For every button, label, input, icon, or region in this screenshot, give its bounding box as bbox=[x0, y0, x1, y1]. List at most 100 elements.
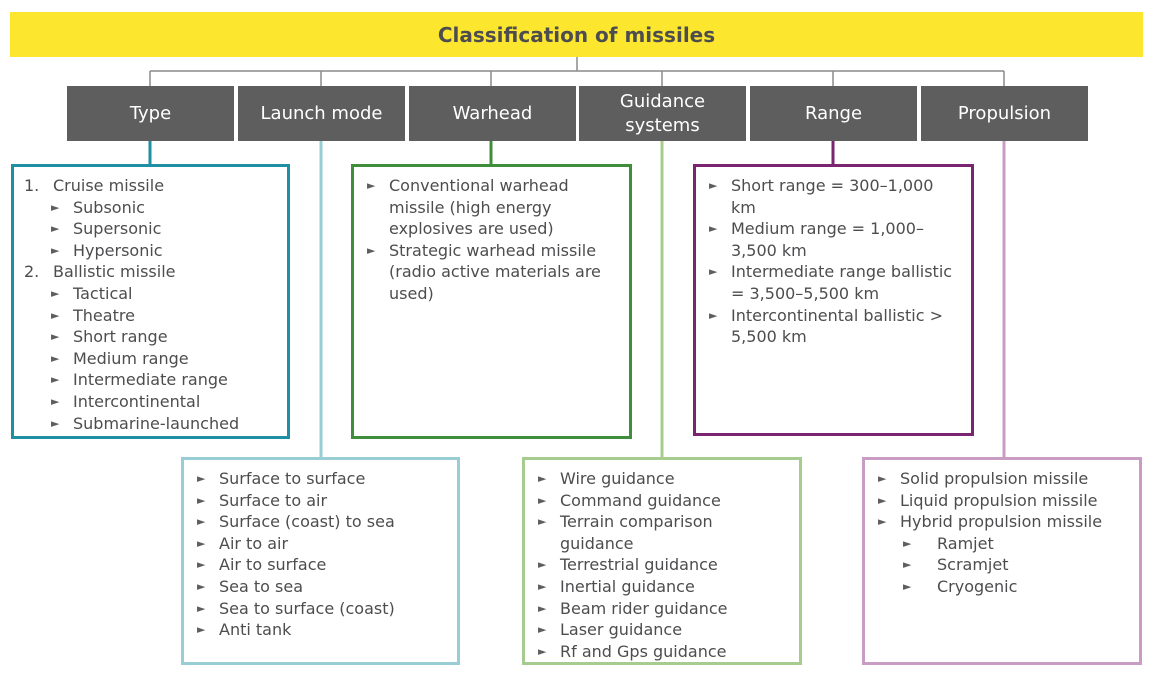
sub-list-item: ► Theatre bbox=[24, 305, 279, 327]
item-text: Intermediate range ballistic = 3,500–5,5… bbox=[731, 262, 953, 303]
list-item: ► Air to air bbox=[197, 533, 449, 555]
launch-mode-list: ►Surface to surface►Surface to air►Surfa… bbox=[197, 468, 449, 641]
list-item: ► Conventional warhead missile (high ener… bbox=[367, 175, 617, 240]
header-guidance-systems: Guidance systems bbox=[579, 86, 746, 141]
bullet-icon: ► bbox=[538, 472, 547, 485]
sub-item-text: Intercontinental bbox=[73, 391, 201, 411]
list-item: ►Surface to air bbox=[197, 490, 449, 512]
sub-item-text: Tactical bbox=[73, 283, 133, 303]
item-text: Cruise missile bbox=[53, 176, 165, 195]
sub-item-text: Ramjet bbox=[937, 533, 994, 553]
bullet-icon: ► bbox=[367, 179, 376, 192]
diagram-title: Classification of missiles bbox=[10, 12, 1143, 57]
sub-list-item: ►Supersonic bbox=[24, 218, 279, 240]
list-item: ►Rf and Gps guidance bbox=[538, 641, 791, 663]
bullet-icon: ► bbox=[538, 515, 547, 529]
item-number: 2. bbox=[24, 262, 40, 282]
item-text: Hybrid propulsion missile bbox=[900, 512, 1103, 532]
guidance-systems-box: ►Wire guidance►Command guidance►Terrain … bbox=[522, 457, 802, 665]
sub-item-text: Theatre bbox=[73, 305, 135, 325]
item-text: Beam rider guidance bbox=[560, 598, 728, 618]
bullet-icon: ► bbox=[51, 200, 60, 214]
item-text: Sea to surface (coast) bbox=[219, 598, 395, 618]
list-item: ►Laser guidance bbox=[538, 619, 791, 641]
bullet-icon: ► bbox=[709, 179, 718, 192]
item-text: Surface to surface bbox=[219, 469, 366, 488]
bullet-icon: ► bbox=[51, 330, 60, 344]
bullet-icon: ► bbox=[367, 243, 376, 257]
item-text: Surface (coast) to sea bbox=[219, 512, 395, 532]
bullet-icon: ► bbox=[51, 243, 60, 257]
type-list: 1.Cruise missile►Subsonic►Supersonic►Hyp… bbox=[24, 175, 279, 434]
warhead-box: ► Conventional warhead missile (high ener… bbox=[351, 164, 632, 439]
sub-list-item: ► Short range bbox=[24, 326, 279, 348]
list-item: ► Beam rider guidance bbox=[538, 598, 791, 620]
bullet-icon: ► bbox=[538, 644, 547, 658]
item-text: Intercontinental ballistic > 5,500 km bbox=[731, 305, 944, 347]
item-text: Air to air bbox=[219, 533, 289, 553]
sub-list-item: ►Intermediate range bbox=[24, 369, 279, 391]
sub-item-text: Subsonic bbox=[73, 197, 145, 217]
list-item: ► Liquid propulsion missile bbox=[878, 490, 1131, 512]
list-item: ►Surface to surface bbox=[197, 468, 449, 490]
list-item: ► Air to surface bbox=[197, 554, 449, 576]
list-item: ► Intermediate range ballistic = 3,500–5,… bbox=[709, 261, 957, 304]
bullet-icon: ► bbox=[903, 536, 912, 550]
list-item: ► Sea to surface (coast) bbox=[197, 598, 449, 620]
header-type-label: Type bbox=[129, 102, 172, 124]
bullet-icon: ► bbox=[709, 265, 718, 279]
guidance-systems-list: ►Wire guidance►Command guidance►Terrain … bbox=[538, 468, 791, 662]
bullet-icon: ► bbox=[51, 416, 60, 430]
sub-item-text: Cryogenic bbox=[937, 576, 1018, 596]
bullet-icon: ► bbox=[197, 601, 206, 615]
bullet-icon: ► bbox=[878, 493, 887, 507]
bullet-icon: ► bbox=[51, 286, 60, 300]
bullet-icon: ► bbox=[538, 623, 547, 637]
list-item: ►Terrain comparison guidance bbox=[538, 511, 791, 554]
sub-item-text: Hypersonic bbox=[73, 240, 163, 260]
item-text: Liquid propulsion missile bbox=[900, 490, 1098, 510]
item-text: Medium range = 1,000–3,500 km bbox=[731, 219, 924, 260]
header-warhead: Warhead bbox=[409, 86, 576, 141]
header-launch-mode: Launch mode bbox=[238, 86, 405, 141]
sub-list-item: ►Submarine-launched bbox=[24, 413, 279, 435]
bullet-icon: ► bbox=[197, 579, 206, 593]
bullet-icon: ► bbox=[903, 579, 912, 593]
item-text: Inertial guidance bbox=[560, 576, 695, 596]
bullet-icon: ► bbox=[538, 558, 547, 572]
list-item: ►Surface (coast) to sea bbox=[197, 511, 449, 533]
diagram-title-text: Classification of missiles bbox=[437, 22, 716, 47]
item-text: Sea to sea bbox=[219, 576, 304, 596]
list-item: ►Hybrid propulsion missile bbox=[878, 511, 1131, 533]
list-item: ►Medium range = 1,000–3,500 km bbox=[709, 218, 957, 261]
sub-list-item: ► Subsonic bbox=[24, 197, 279, 219]
list-item: ►Command guidance bbox=[538, 490, 791, 512]
item-text: Terrestrial guidance bbox=[560, 555, 718, 575]
list-item: ► Sea to sea bbox=[197, 576, 449, 598]
bullet-icon: ► bbox=[538, 601, 547, 615]
sub-list-item: ► Hypersonic bbox=[24, 240, 279, 262]
item-text: Air to surface bbox=[219, 555, 327, 575]
bullet-icon: ► bbox=[51, 394, 60, 408]
header-range-label: Range bbox=[804, 102, 863, 124]
sub-list-item: ► Tactical bbox=[24, 283, 279, 305]
sub-item-text: Short range bbox=[73, 327, 168, 347]
item-text: Conventional warhead missile (high energ… bbox=[389, 176, 569, 239]
sub-list-item: ►Scramjet bbox=[878, 554, 1131, 576]
bullet-icon: ► bbox=[878, 472, 887, 485]
bullet-icon: ► bbox=[51, 308, 60, 322]
item-text: Short range = 300–1,000 km bbox=[731, 176, 934, 217]
type-box: 1.Cruise missile►Subsonic►Supersonic►Hyp… bbox=[11, 164, 290, 439]
range-box: ►Short range = 300–1,000 km►Medium range… bbox=[693, 164, 974, 436]
list-item: ► Solid propulsion missile bbox=[878, 468, 1131, 490]
header-propulsion: Propulsion bbox=[921, 86, 1088, 141]
bullet-icon: ► bbox=[197, 558, 206, 572]
bullet-icon: ► bbox=[197, 623, 206, 637]
propulsion-box: ► Solid propulsion missile ► Liquid propuls… bbox=[862, 457, 1142, 665]
bullet-icon: ► bbox=[197, 536, 206, 550]
sub-list-item: ► Intercontinental bbox=[24, 391, 279, 413]
item-text: Solid propulsion missile bbox=[900, 469, 1089, 488]
header-type: Type bbox=[67, 86, 234, 141]
header-guidance-systems-label: Guidance systems bbox=[619, 90, 706, 136]
